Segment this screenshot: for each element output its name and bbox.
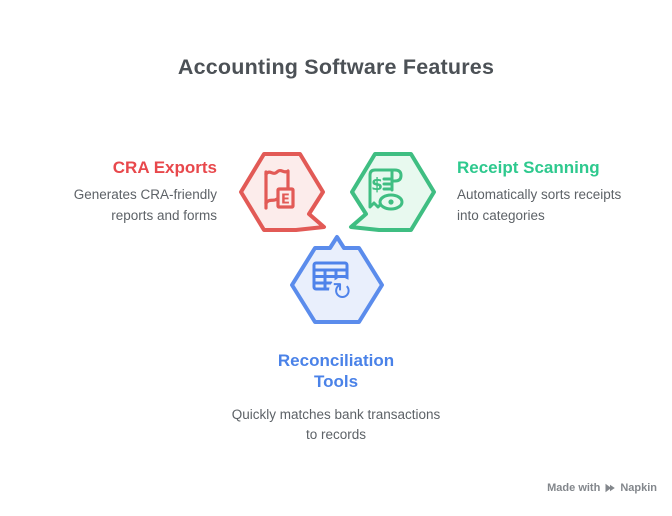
feature-block-reconciliation-tools: Reconciliation Tools Quickly matches ban… <box>226 350 446 445</box>
page-title: Accounting Software Features <box>177 55 495 79</box>
feature-block-receipt-scanning: Receipt Scanning Automatically sorts rec… <box>457 157 637 226</box>
receipt-dollar-symbol: $ <box>371 175 383 195</box>
map-export-icon <box>264 168 290 210</box>
feature-label-receipt-scanning: Receipt Scanning <box>457 158 600 177</box>
napkin-logo-icon <box>604 482 616 494</box>
feature-block-cra-exports: CRA Exports Generates CRA-friendly repor… <box>40 157 217 226</box>
cra-exports-hexagon: E <box>239 152 326 232</box>
brand-name: Napkin <box>620 482 657 494</box>
receipt-eye-icon <box>368 168 403 209</box>
map-export-letter: E <box>281 193 290 208</box>
feature-label-cra-exports: CRA Exports <box>112 158 217 177</box>
feature-description-receipt-scanning: Automatically sorts receipts into catego… <box>457 187 622 223</box>
feature-description-cra-exports: Generates CRA-friendly reports and forms <box>73 187 217 223</box>
feature-label-reconciliation-tools: Reconciliation Tools <box>277 351 395 392</box>
watermark: Made with Napkin <box>547 482 657 494</box>
receipt-scanning-hexagon: $ <box>349 152 436 232</box>
sync-arrow-glyph: ↻ <box>332 278 352 306</box>
watermark-text: Made with <box>547 482 601 494</box>
feature-description-reconciliation-tools: Quickly matches bank transactions to rec… <box>231 406 441 442</box>
reconciliation-hexagon: ↻ <box>290 235 384 324</box>
